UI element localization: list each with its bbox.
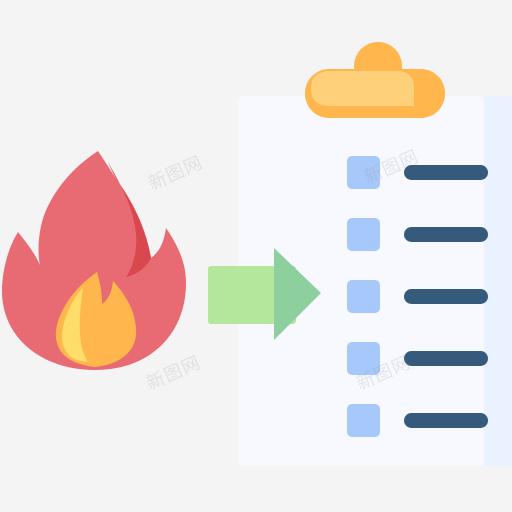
clipboard-paper-edge [484,96,512,466]
checkbox [347,404,380,437]
fire-inner-highlight [62,287,88,362]
checklist-line [404,413,488,428]
fire-shade [108,162,151,277]
checkbox [347,218,380,251]
clipboard-clip [305,42,445,118]
checklist [347,156,488,437]
checkbox [347,156,380,189]
clip-highlight [311,71,414,106]
checklist-line [404,165,488,180]
fire-icon [2,151,186,370]
checklist-line [404,289,488,304]
checkbox [347,342,380,375]
arrow-head [274,248,321,340]
checklist-line [404,227,488,242]
checklist-line [404,351,488,366]
arrow-right-icon [208,248,321,340]
checkbox [347,280,380,313]
fire-outer [2,151,186,370]
clipboard-checklist-icon [238,42,512,466]
